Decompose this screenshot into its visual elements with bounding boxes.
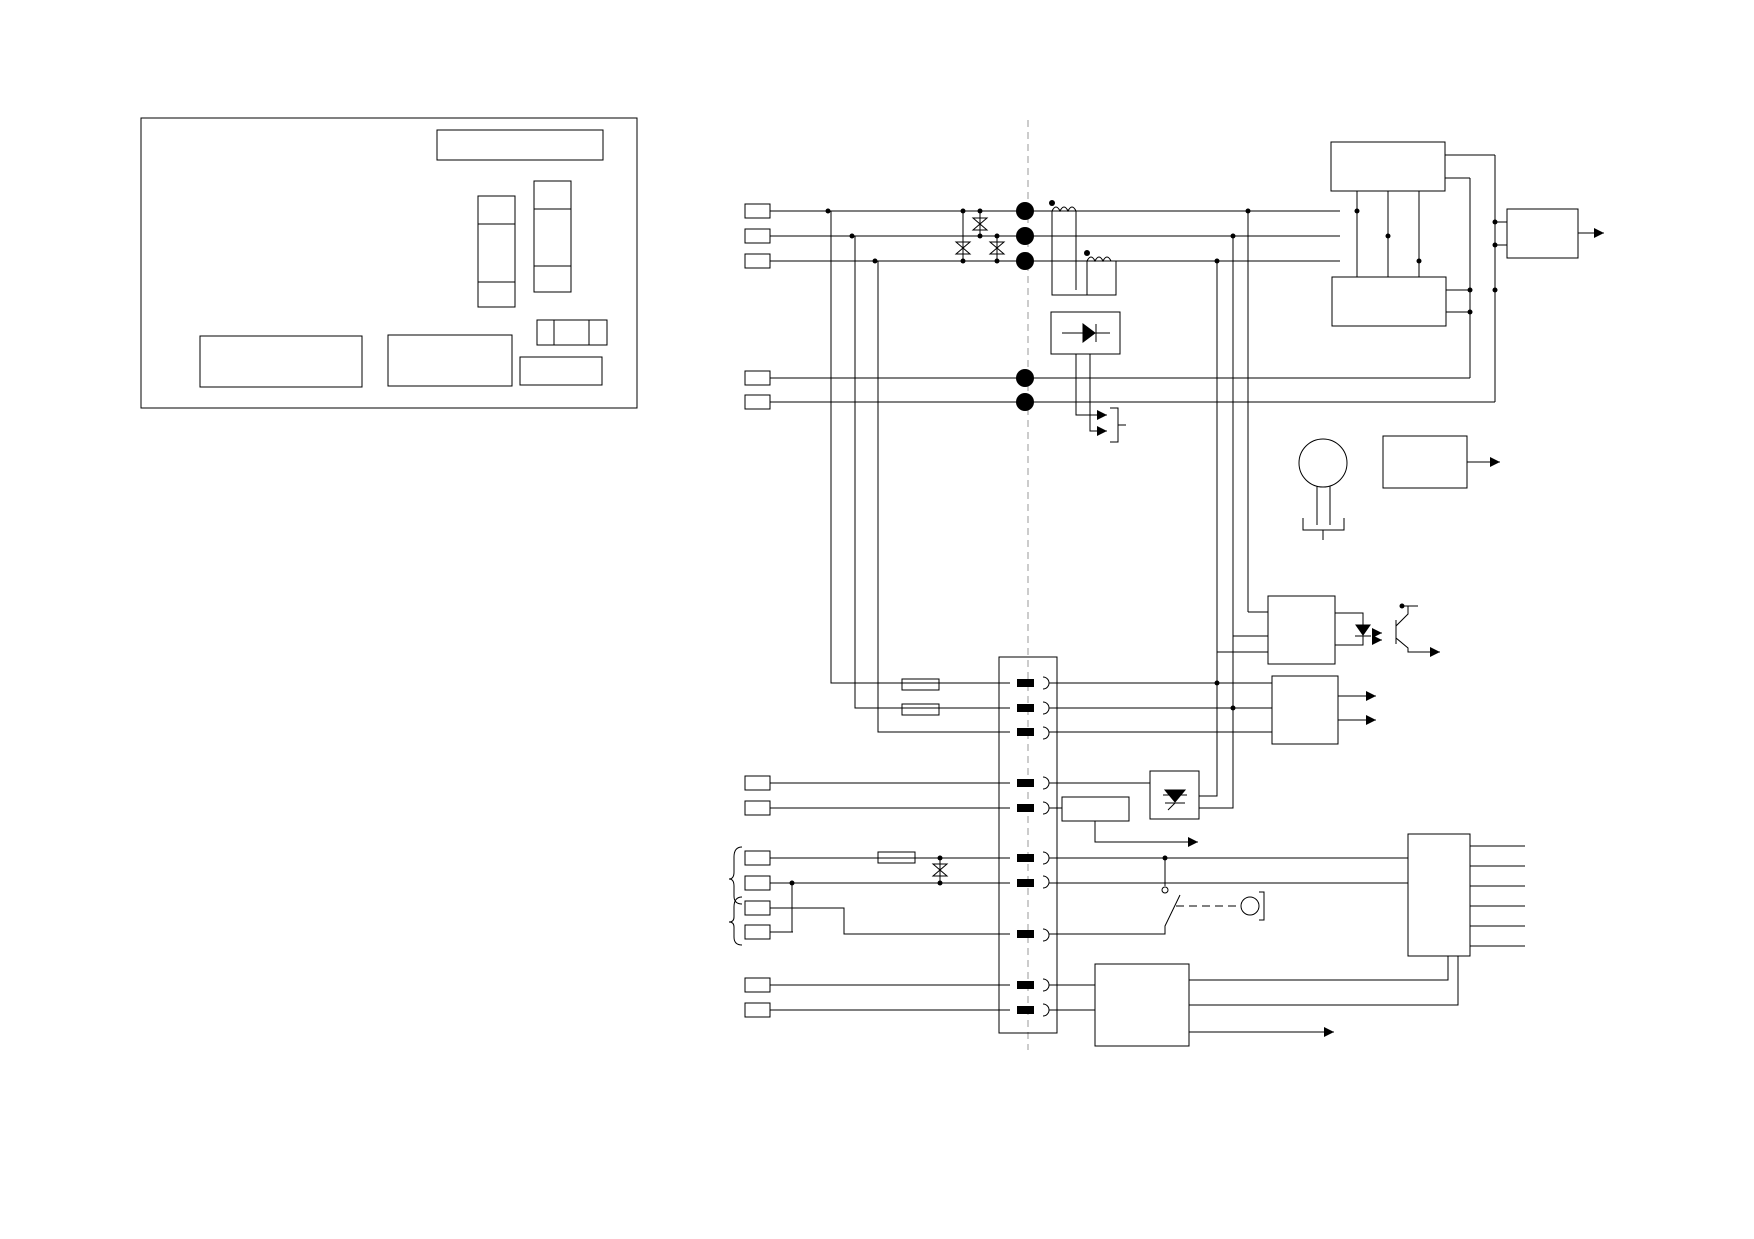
panel-module-3 — [520, 357, 602, 385]
junction-dots — [789, 200, 1498, 886]
rectifier-block — [1051, 312, 1120, 354]
terminal — [745, 254, 770, 268]
switch-contact — [1162, 887, 1168, 893]
switch-blade — [1049, 895, 1180, 934]
varistor-symbol — [973, 218, 987, 230]
thyristor-icon — [1165, 790, 1185, 802]
ct-coil-2 — [1087, 257, 1111, 261]
feeder-1 — [831, 211, 1010, 683]
connector-block — [999, 657, 1057, 1033]
terminal — [745, 371, 770, 385]
terminal — [745, 395, 770, 409]
panel-module-1 — [200, 336, 362, 387]
input-terminals-bottom — [745, 776, 770, 1017]
diode-icon — [1083, 324, 1095, 342]
terminal — [745, 1003, 770, 1017]
led-icon — [1356, 625, 1370, 635]
measure-module-top — [1331, 142, 1445, 191]
group-brace — [729, 847, 742, 904]
panel-label-box — [437, 130, 603, 160]
feedthrough-ball — [1016, 252, 1034, 270]
layout-panel — [141, 118, 637, 408]
measure-module-bottom — [1332, 277, 1446, 326]
processing-module — [1095, 964, 1189, 1046]
panel-fuse-left — [478, 196, 515, 307]
varistor-symbol — [956, 242, 970, 254]
pin-bars — [1017, 679, 1034, 1014]
terminal — [745, 776, 770, 790]
feeder-2 — [855, 236, 1010, 708]
terminal-module — [1408, 834, 1470, 956]
terminal — [745, 229, 770, 243]
varistor-symbol — [933, 864, 947, 876]
fuse — [878, 852, 915, 863]
feeder-3 — [878, 261, 1010, 732]
output-module — [1507, 209, 1578, 258]
terminal — [745, 204, 770, 218]
varistor-symbol — [990, 242, 1004, 254]
terminal — [745, 801, 770, 815]
terminal — [745, 978, 770, 992]
terminal — [745, 876, 770, 890]
input-terminals-top — [745, 204, 770, 409]
connector-pins — [1043, 677, 1049, 1016]
panel-outline — [141, 118, 637, 408]
feedthrough-balls — [1016, 202, 1034, 411]
terminal — [745, 901, 770, 915]
terminal — [745, 925, 770, 939]
ct-coil-1 — [1052, 207, 1076, 211]
opto-module — [1268, 596, 1335, 664]
panel-module-2 — [388, 335, 512, 386]
thyristor-block — [1150, 771, 1199, 819]
group-brace — [729, 897, 742, 945]
relay-coil-icon — [1241, 897, 1259, 915]
voltage-module — [1272, 676, 1338, 744]
resistor-block — [1062, 797, 1129, 821]
terminal — [745, 851, 770, 865]
feedthrough-ball — [1016, 227, 1034, 245]
fuse — [902, 679, 939, 690]
fuse — [902, 704, 939, 715]
output-bracket — [1110, 408, 1118, 442]
feedthrough-ball — [1016, 393, 1034, 411]
sensor-icon — [1299, 439, 1347, 487]
panel-fuse-right — [534, 181, 571, 292]
signal-module — [1383, 436, 1467, 488]
panel-terminal-block — [537, 320, 607, 345]
feedthrough-ball — [1016, 202, 1034, 220]
feedthrough-ball — [1016, 369, 1034, 387]
